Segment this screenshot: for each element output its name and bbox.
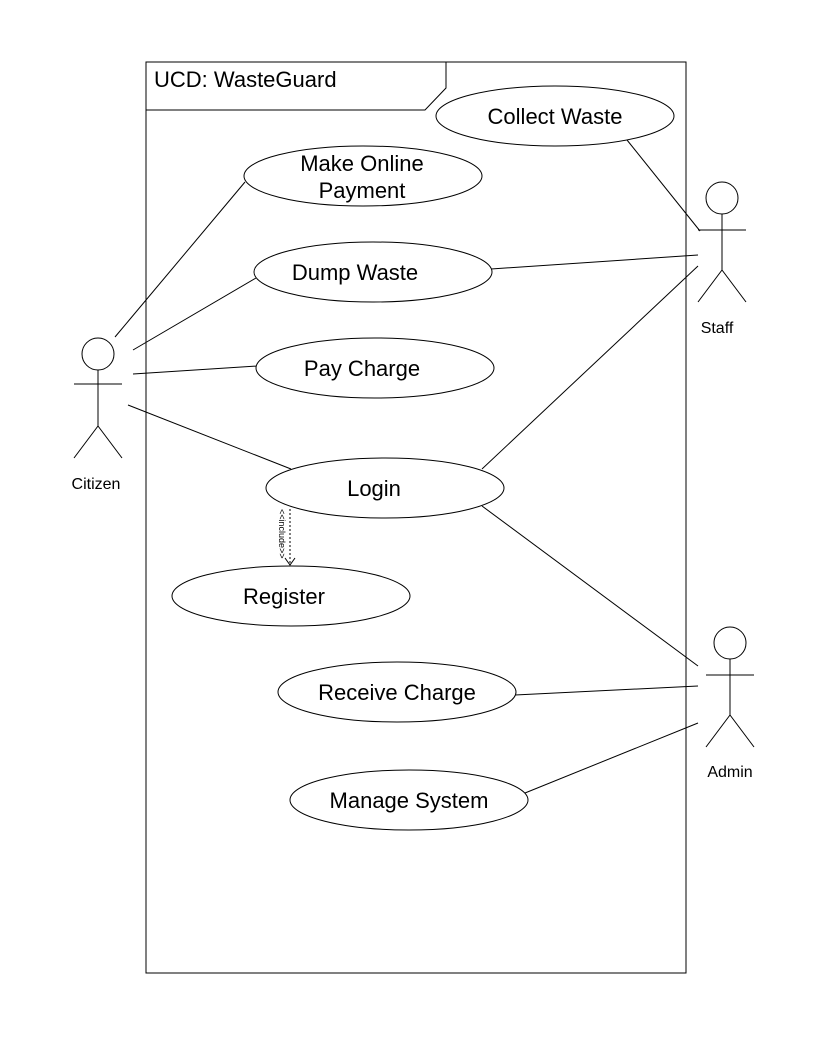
association-admin-receive <box>514 685 699 696</box>
actor-admin: Admin <box>705 626 755 781</box>
association-citizen-dump <box>132 277 257 351</box>
use-case-label: Collect Waste <box>488 104 623 129</box>
use-case-label: Payment <box>319 178 406 203</box>
use-case-label: Login <box>347 476 401 501</box>
use-case-ellipse <box>171 565 411 627</box>
association-citizen-pay <box>132 365 258 375</box>
use-case-manage-system: Manage System <box>289 769 529 831</box>
system-boundary: UCD: WasteGuard <box>145 61 687 974</box>
association-citizen-online <box>114 181 246 338</box>
use-case-label: Register <box>243 584 325 609</box>
use-case-receive-charge: Receive Charge <box>277 661 517 723</box>
actor-staff: Staff <box>697 181 747 337</box>
use-case-ellipse <box>289 769 529 831</box>
use-case-ellipse <box>243 145 483 207</box>
use-case-make-online-payment: Make Online Payment <box>243 145 483 207</box>
include-label: <<include>> <box>277 509 287 559</box>
include-dependency: <<include>> <box>277 509 296 566</box>
use-case-ellipse <box>277 661 517 723</box>
association-admin-login <box>481 505 699 667</box>
associations <box>114 139 701 794</box>
use-case-ellipse <box>255 337 495 399</box>
use-case-ellipse <box>253 241 493 303</box>
stick-figure-icon <box>697 181 747 303</box>
use-case-label: Receive Charge <box>318 680 476 705</box>
use-case-label: Dump Waste <box>292 260 418 285</box>
actor-citizen: Citizen <box>72 337 123 493</box>
use-case-pay-charge: Pay Charge <box>255 337 495 399</box>
use-case-login: Login <box>265 457 505 519</box>
association-citizen-login <box>127 404 292 470</box>
use-case-label: Manage System <box>330 788 489 813</box>
actor-label: Admin <box>707 764 752 781</box>
use-case-ellipse <box>265 457 505 519</box>
association-staff-login <box>481 265 699 470</box>
use-case-ellipse <box>435 85 675 147</box>
association-admin-manage <box>524 722 699 794</box>
actor-label: Citizen <box>72 476 121 493</box>
association-staff-dump <box>490 254 699 270</box>
use-case-dump-waste: Dump Waste <box>253 241 493 303</box>
use-case-label: Pay Charge <box>304 356 420 381</box>
frame-title-tab <box>146 62 447 111</box>
association-staff-collect <box>626 139 701 232</box>
stick-figure-icon <box>705 626 755 748</box>
stick-figure-icon <box>73 337 123 459</box>
include-arrow-head <box>284 557 296 566</box>
actor-label: Staff <box>701 320 734 337</box>
use-case-label: Make Online <box>300 151 424 176</box>
system-boundary-box <box>145 61 687 974</box>
use-case-collect-waste: Collect Waste <box>435 85 675 147</box>
frame-title: UCD: WasteGuard <box>154 67 337 92</box>
use-case-register: Register <box>171 565 411 627</box>
